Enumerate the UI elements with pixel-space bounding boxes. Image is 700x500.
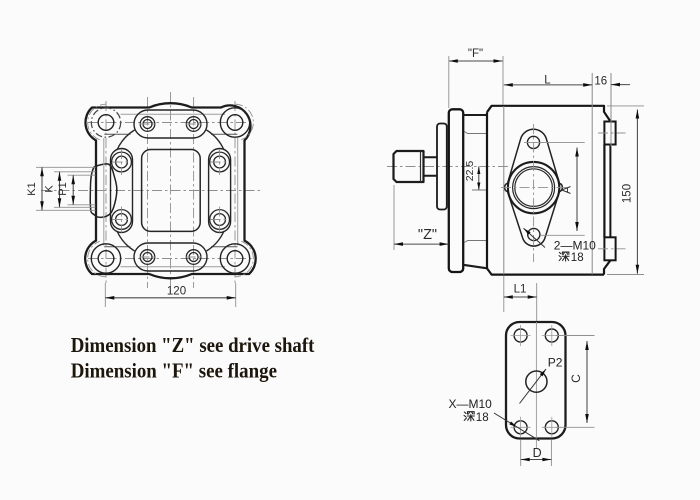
svg-text:150: 150 [621, 184, 633, 203]
svg-text:Dimension "Z" see drive shaft: Dimension "Z" see drive shaft [71, 333, 315, 357]
svg-text:16: 16 [594, 75, 607, 87]
svg-text:"Z": "Z" [418, 227, 437, 243]
svg-text:"F": "F" [468, 48, 483, 60]
svg-text:L: L [544, 74, 551, 86]
svg-text:18: 18 [476, 412, 489, 424]
svg-text:K1: K1 [26, 182, 38, 195]
svg-text:P2: P2 [548, 356, 563, 370]
svg-text:X—M10: X—M10 [449, 397, 493, 411]
svg-text:Dimension "F" see flange: Dimension "F" see flange [71, 359, 277, 383]
svg-text:L1: L1 [514, 283, 527, 295]
svg-text:C: C [569, 374, 583, 383]
svg-text:120: 120 [167, 286, 186, 298]
svg-text:K: K [44, 185, 56, 193]
svg-text:2—M10: 2—M10 [554, 239, 596, 253]
svg-text:22.5: 22.5 [464, 161, 476, 182]
svg-text:A: A [560, 186, 574, 194]
svg-text:P1: P1 [57, 182, 69, 195]
svg-text:18: 18 [571, 252, 584, 264]
svg-text:D: D [533, 446, 542, 460]
